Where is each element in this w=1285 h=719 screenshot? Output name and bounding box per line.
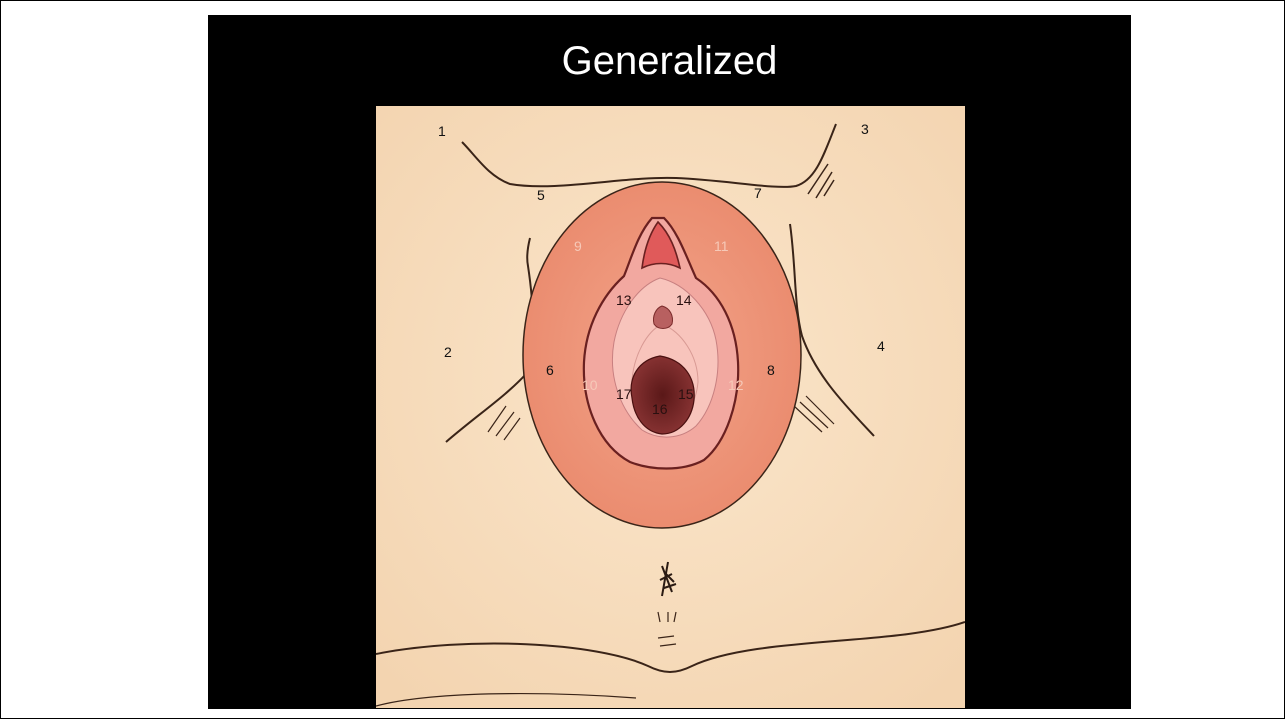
region-label-6: 6	[546, 362, 554, 378]
diagram-svg: 1 2 3 4 5 6 7 8 9 10 11 12 13 14 15 16 1…	[376, 106, 965, 708]
region-label-7: 7	[754, 185, 762, 201]
region-label-5: 5	[537, 187, 545, 203]
region-label-10: 10	[582, 377, 598, 393]
region-label-11: 11	[714, 238, 729, 254]
region-label-8: 8	[767, 362, 775, 378]
region-label-15: 15	[678, 386, 694, 402]
region-label-16: 16	[652, 401, 668, 417]
region-label-9: 9	[574, 238, 582, 254]
region-label-14: 14	[676, 292, 692, 308]
region-label-17: 17	[616, 386, 632, 402]
region-label-13: 13	[616, 292, 632, 308]
region-label-3: 3	[861, 121, 869, 137]
region-label-2: 2	[444, 344, 452, 360]
region-label-12: 12	[728, 377, 744, 393]
slide: Generalized	[208, 15, 1131, 709]
anatomical-diagram: 1 2 3 4 5 6 7 8 9 10 11 12 13 14 15 16 1…	[376, 106, 965, 708]
region-label-1: 1	[438, 123, 446, 139]
region-label-4: 4	[877, 338, 885, 354]
slide-title: Generalized	[208, 37, 1131, 85]
